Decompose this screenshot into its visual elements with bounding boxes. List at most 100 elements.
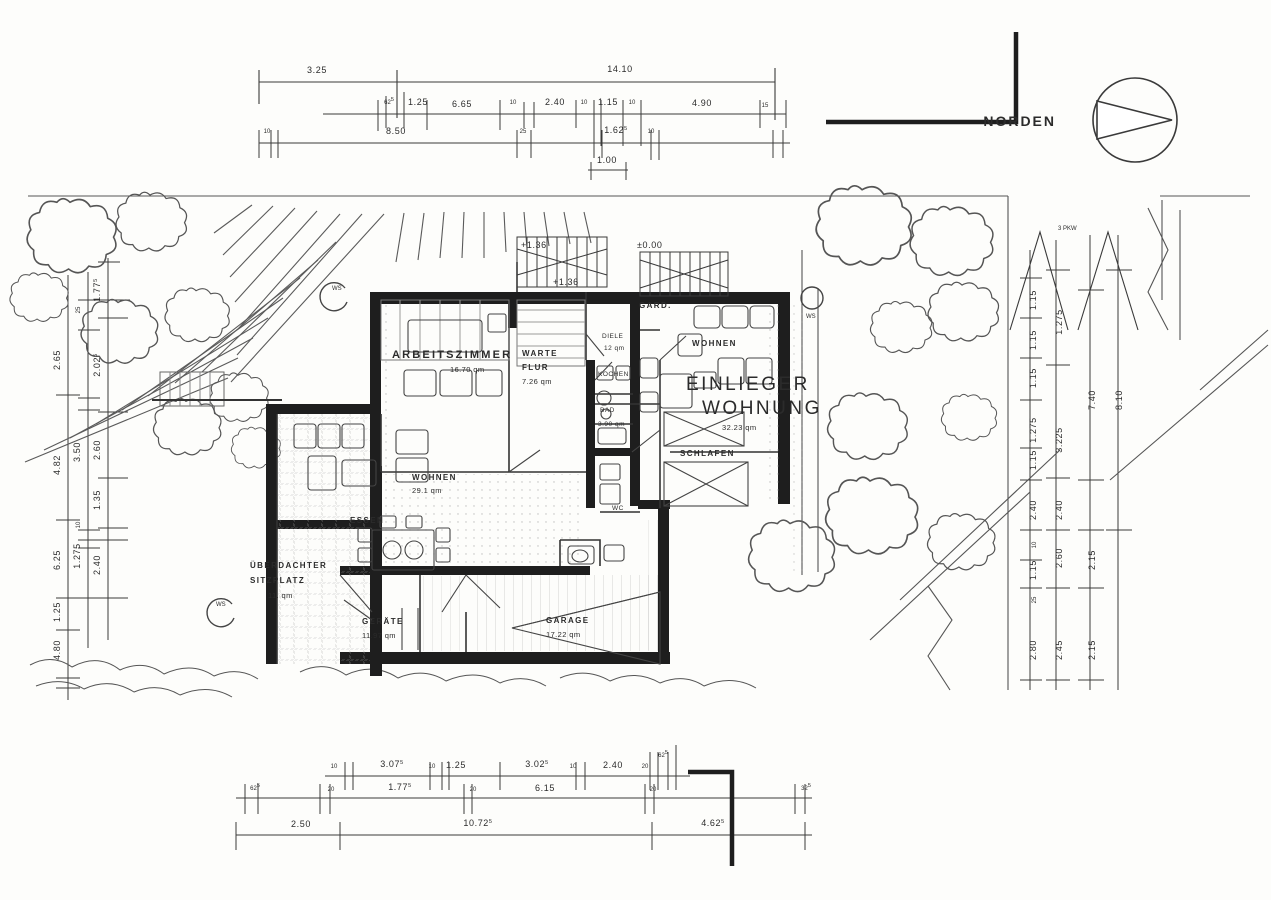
dim-group-right-col-c: 7.40 2.15 2.15 [1087, 390, 1097, 660]
room-garage: GARAGE [546, 616, 590, 625]
dimension-value: 10 [76, 521, 82, 528]
property-boundaries [28, 195, 1269, 691]
dimension-value: 1.775 [92, 278, 102, 302]
dimension-value: 2.45 [1054, 640, 1064, 660]
room-einlieger: EINLIEGER [686, 374, 810, 395]
site-label-pkw: 3 PKW [1058, 226, 1077, 232]
dimension-value: 625 [658, 750, 668, 759]
dimension-value: 625 [384, 97, 394, 106]
dimension-value: 2.15 [1087, 640, 1097, 660]
dimension-value: 1.15 [1028, 560, 1038, 580]
dimension-value: 10 [264, 129, 271, 135]
dimension-value: 3.50 [72, 442, 82, 462]
level-mark-mid: +1.36 [553, 277, 579, 287]
dim-group-right-col-d: 8.10 [1114, 390, 1124, 410]
north-compass [1092, 77, 1178, 163]
dimension-value: 2.15 [1087, 550, 1097, 570]
room-sitzplatz-1: ÜBERDACHTER [250, 561, 327, 570]
dimension-value: 10 [570, 764, 577, 770]
dimension-value: 2.60 [92, 440, 102, 460]
room-wc: WC [612, 505, 624, 512]
room-flur: FLUR [522, 363, 549, 372]
room-arbeitszimmer: ARBEITSZIMMER [392, 349, 512, 361]
dimension-value: 10 [429, 764, 436, 770]
dimension-value: 6.25 [52, 550, 62, 570]
dimension-value: 20 [642, 764, 649, 770]
ws-markers [206, 282, 824, 628]
dimension-value: 2.60 [1054, 548, 1064, 568]
room-garage-area: 17.22 qm [546, 630, 580, 639]
room-geraete-area: 11.97 qm [362, 631, 396, 640]
room-schlafen: SCHLAFEN [680, 449, 735, 458]
room-diele: DIELE [602, 333, 623, 340]
vegetation-left [9, 191, 281, 469]
dimension-value: 1.25 [52, 602, 62, 622]
bottom-dimension-block [235, 745, 812, 866]
stairs [152, 236, 729, 407]
label-layer: NORDEN +1.36 +1.36 ±0.00 ARBEITSZIMMER 1… [216, 113, 1077, 640]
room-arbeitszimmer-area: 16.70 qm [450, 365, 484, 374]
dimension-value: 1.275 [1028, 417, 1038, 443]
dimension-value: 1.15 [1028, 368, 1038, 388]
dimension-value: 2.65 [52, 350, 62, 370]
dimension-value: 2.50 [291, 819, 311, 829]
dimension-value: 2.40 [545, 97, 565, 107]
dimension-value: 1.15 [1028, 330, 1038, 350]
floor-hatching [278, 300, 804, 664]
dimension-value: 1.275 [72, 543, 82, 569]
dimension-value: 10 [581, 100, 588, 106]
dimension-value: 20 [328, 787, 335, 793]
dimension-value: 1.625 [604, 125, 628, 135]
dimension-value: 10 [629, 100, 636, 106]
room-einlieger-area: 32.23 qm [722, 423, 756, 432]
dimension-value: 3.075 [380, 759, 404, 769]
room-gard: GARD. [639, 301, 672, 310]
dimension-value: 1.15 [1028, 450, 1038, 470]
dimension-value: 325 [801, 783, 811, 792]
dimension-value: 1.275 [1054, 309, 1064, 335]
dimension-value: 25 [76, 306, 82, 313]
dimension-value: 4.625 [701, 818, 725, 828]
dimension-value: 3.225 [1054, 427, 1064, 453]
dimension-value: 7.40 [1087, 390, 1097, 410]
room-wohnung: WOHNUNG [702, 398, 822, 419]
level-mark-left: +1.36 [521, 240, 547, 250]
dimension-value: 1.25 [408, 97, 428, 107]
dimension-value: 1.15 [598, 97, 618, 107]
room-wohnen-area: 29.1 qm [412, 486, 442, 495]
dimension-value: 6.65 [452, 99, 472, 109]
left-dimension-block [56, 258, 130, 700]
dimension-value: 4.90 [692, 98, 712, 108]
dimension-value: 2.025 [92, 353, 102, 377]
dimension-value: 20 [650, 787, 657, 793]
interior-partitions [276, 262, 778, 664]
dimension-value: 10 [1032, 541, 1038, 548]
room-bad-area: 3.90 qm [598, 421, 625, 428]
dimension-value: 10 [331, 764, 338, 770]
dim-group-top-row-4: 1.00 [597, 155, 616, 165]
room-essen: ESSEN [350, 516, 384, 525]
room-sitzplatz-area: 11. qm [268, 591, 293, 600]
dimension-value: 3.25 [307, 65, 327, 75]
dimension-value: 10 [648, 129, 655, 135]
dimension-value: 4.80 [52, 640, 62, 660]
embankment-hatch [24, 204, 592, 463]
site-label-ws-topleft: WS [332, 286, 342, 292]
room-kochen: KOCHEN [598, 371, 629, 378]
dimension-value: 8.10 [1114, 390, 1124, 410]
room-bad: BAD [600, 407, 615, 414]
door-swings [339, 333, 687, 613]
room-geraete: GERÄTE [362, 617, 404, 626]
dimension-value: 1.25 [446, 760, 466, 770]
dimension-value: 1.15 [1028, 290, 1038, 310]
dimension-value: 2.40 [603, 760, 623, 770]
